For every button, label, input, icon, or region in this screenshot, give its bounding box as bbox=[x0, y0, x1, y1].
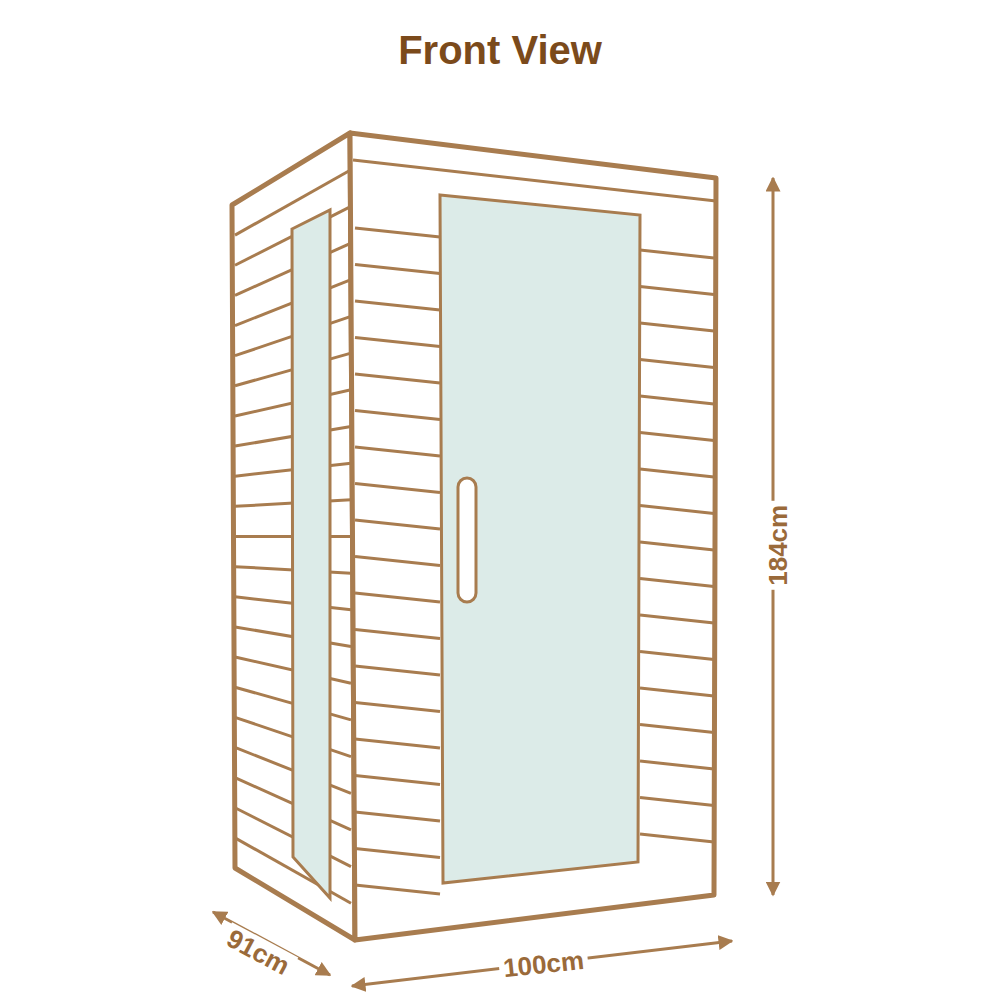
plank-line bbox=[355, 849, 440, 858]
dimension-label: 100cm bbox=[497, 945, 588, 983]
dimension-lines bbox=[213, 178, 773, 986]
plank-line bbox=[355, 885, 440, 894]
side-outline bbox=[232, 133, 355, 940]
plank-line bbox=[640, 323, 714, 331]
plank-line bbox=[640, 469, 714, 477]
plank-line bbox=[355, 703, 440, 712]
plank-line bbox=[355, 520, 440, 529]
plank-line bbox=[640, 761, 714, 769]
plank-line bbox=[640, 688, 714, 696]
plank-line bbox=[355, 776, 440, 785]
plank-line bbox=[355, 228, 440, 237]
width-dimension-line bbox=[352, 941, 732, 986]
plank-line bbox=[640, 615, 714, 623]
plank-line bbox=[355, 374, 440, 383]
plank-line bbox=[355, 338, 440, 347]
side-window bbox=[292, 210, 330, 898]
plank-line bbox=[355, 666, 440, 675]
plank-line bbox=[355, 265, 440, 274]
plank-line bbox=[355, 630, 440, 639]
plank-line bbox=[355, 411, 440, 420]
plank-line bbox=[355, 593, 440, 602]
plank-line bbox=[640, 652, 714, 660]
plank-line bbox=[640, 250, 714, 258]
front-panel bbox=[350, 133, 716, 940]
plank-line bbox=[640, 579, 714, 587]
dimension-label: 184cm bbox=[764, 501, 793, 590]
side-planks bbox=[235, 170, 351, 904]
plank-line bbox=[355, 301, 440, 310]
plank-line bbox=[640, 798, 714, 806]
plank-line bbox=[640, 725, 714, 733]
plank-line bbox=[355, 812, 440, 821]
plank-line bbox=[640, 834, 714, 842]
side-panel bbox=[232, 133, 355, 940]
title: Front View bbox=[0, 28, 1000, 73]
door-handle bbox=[458, 478, 476, 602]
plank-line bbox=[640, 396, 714, 404]
top-band bbox=[353, 160, 716, 201]
plank-line bbox=[355, 447, 440, 456]
plank-line bbox=[640, 506, 714, 514]
plank-line bbox=[355, 484, 440, 493]
plank-line bbox=[640, 542, 714, 550]
plank-line bbox=[640, 287, 714, 295]
plank-line bbox=[640, 433, 714, 441]
plank-line bbox=[640, 360, 714, 368]
dimension-label: 91cm bbox=[218, 922, 297, 982]
glass-door bbox=[440, 195, 640, 883]
plank-line bbox=[235, 170, 351, 235]
plank-line bbox=[355, 739, 440, 748]
front-outline bbox=[350, 133, 716, 940]
plank-line bbox=[355, 557, 440, 566]
